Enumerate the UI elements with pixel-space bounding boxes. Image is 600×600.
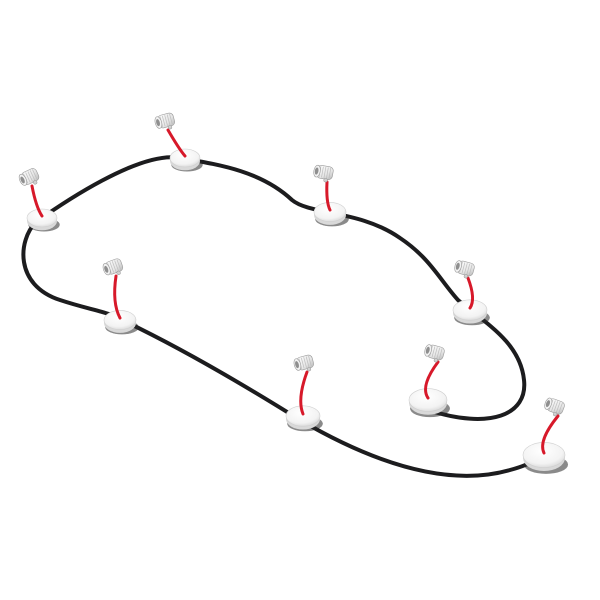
spot-icon — [424, 344, 445, 363]
lights-group — [18, 112, 569, 474]
base-puck — [408, 388, 448, 412]
spot-icon — [18, 168, 40, 186]
light-8 — [522, 397, 569, 474]
stem — [30, 184, 44, 218]
light-4 — [452, 260, 490, 326]
light-5 — [102, 258, 139, 335]
spot-icon — [102, 258, 124, 276]
stem — [424, 360, 440, 400]
base-puck — [26, 208, 58, 228]
spot-icon — [293, 354, 314, 372]
light-6 — [285, 354, 323, 432]
stem — [466, 276, 475, 310]
base-puck — [313, 202, 347, 222]
light-3 — [313, 164, 349, 227]
light-2 — [154, 112, 203, 172]
stem — [299, 370, 309, 416]
stem — [166, 128, 187, 158]
spot-icon — [544, 397, 565, 417]
base-puck — [103, 310, 137, 330]
spot-icon — [454, 260, 475, 279]
base-puck — [285, 405, 321, 427]
light-1 — [18, 168, 60, 232]
stem — [113, 274, 122, 320]
base-puck — [169, 148, 201, 168]
stem — [541, 414, 560, 455]
spot-icon — [313, 164, 334, 183]
cable-main-loop — [34, 155, 527, 421]
cable-left-run — [21, 220, 542, 478]
spot-icon — [154, 112, 175, 130]
stem — [325, 180, 332, 212]
base-puck — [452, 299, 488, 321]
light-7 — [408, 344, 450, 418]
